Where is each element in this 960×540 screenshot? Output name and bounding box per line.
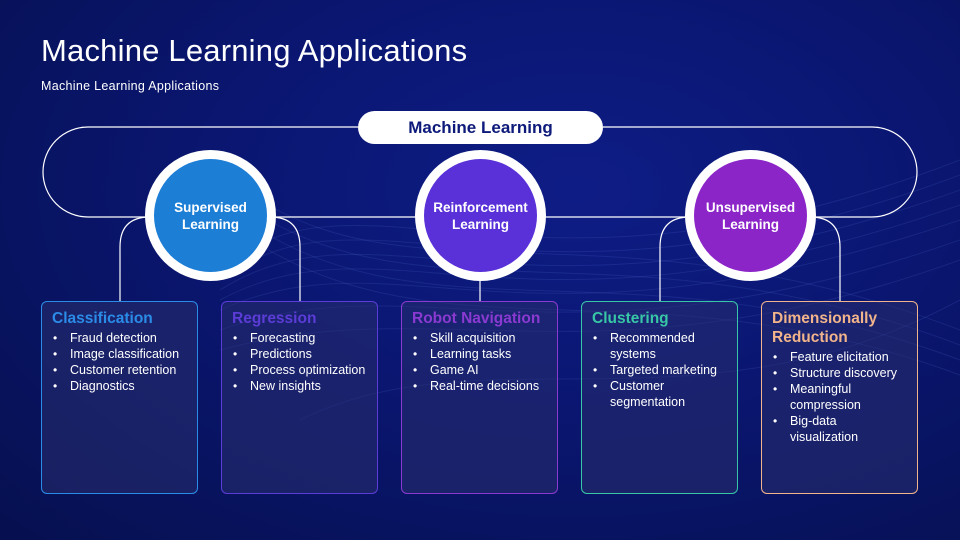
connector-dimensionally-reduction <box>809 216 841 301</box>
list-item: Forecasting <box>233 330 367 346</box>
list-item: Skill acquisition <box>413 330 547 346</box>
unsupervised-line1: Unsupervised <box>705 199 796 215</box>
connector-clustering <box>659 216 691 301</box>
list-item: Customer retention <box>53 362 187 378</box>
card-clustering: Clustering Recommended systems Targeted … <box>581 301 738 494</box>
list-item: Feature elicitation <box>773 349 907 365</box>
card-title: Dimensionally Reduction <box>772 310 878 346</box>
card-list: Skill acquisition Learning tasks Game AI… <box>412 330 547 394</box>
list-item: Process optimization <box>233 362 367 378</box>
list-item: Learning tasks <box>413 346 547 362</box>
list-item: Image classification <box>53 346 187 362</box>
reinforcement-line1: Reinforcement <box>433 199 528 215</box>
connector-regression <box>269 216 301 301</box>
list-item: Diagnostics <box>53 378 187 394</box>
list-item: Big-data visualization <box>773 413 907 445</box>
list-item: Real-time decisions <box>413 378 547 394</box>
list-item: Recommended systems <box>593 330 727 362</box>
page-title: Machine Learning Applications <box>41 33 468 68</box>
connector-classification <box>119 216 151 301</box>
list-item: Customer segmentation <box>593 378 727 410</box>
reinforcement-line2: Learning <box>451 216 509 232</box>
card-list: Feature elicitation Structure discovery … <box>772 349 907 445</box>
card-regression: Regression Forecasting Predictions Proce… <box>221 301 378 494</box>
list-item: Game AI <box>413 362 547 378</box>
card-list: Fraud detection Image classification Cus… <box>52 330 187 394</box>
root-label: Machine Learning <box>358 111 603 144</box>
card-title: Clustering <box>592 310 669 327</box>
page-subtitle: Machine Learning Applications <box>41 79 220 93</box>
list-item: Meaningful compression <box>773 381 907 413</box>
supervised-line1: Supervised <box>174 199 247 215</box>
card-title: Regression <box>232 310 317 327</box>
card-robot-navigation: Robot Navigation Skill acquisition Learn… <box>401 301 558 494</box>
card-list: Recommended systems Targeted marketing C… <box>592 330 727 410</box>
list-item: Fraud detection <box>53 330 187 346</box>
list-item: New insights <box>233 378 367 394</box>
card-dimensionally-reduction: Dimensionally Reduction Feature elicitat… <box>761 301 918 494</box>
list-item: Predictions <box>233 346 367 362</box>
card-list: Forecasting Predictions Process optimiza… <box>232 330 367 394</box>
list-item: Targeted marketing <box>593 362 727 378</box>
supervised-line2: Learning <box>181 216 239 232</box>
unsupervised-line2: Learning <box>721 216 779 232</box>
card-title: Robot Navigation <box>412 310 541 327</box>
card-title: Classification <box>52 310 153 327</box>
list-item: Structure discovery <box>773 365 907 381</box>
card-classification: Classification Fraud detection Image cla… <box>41 301 198 494</box>
